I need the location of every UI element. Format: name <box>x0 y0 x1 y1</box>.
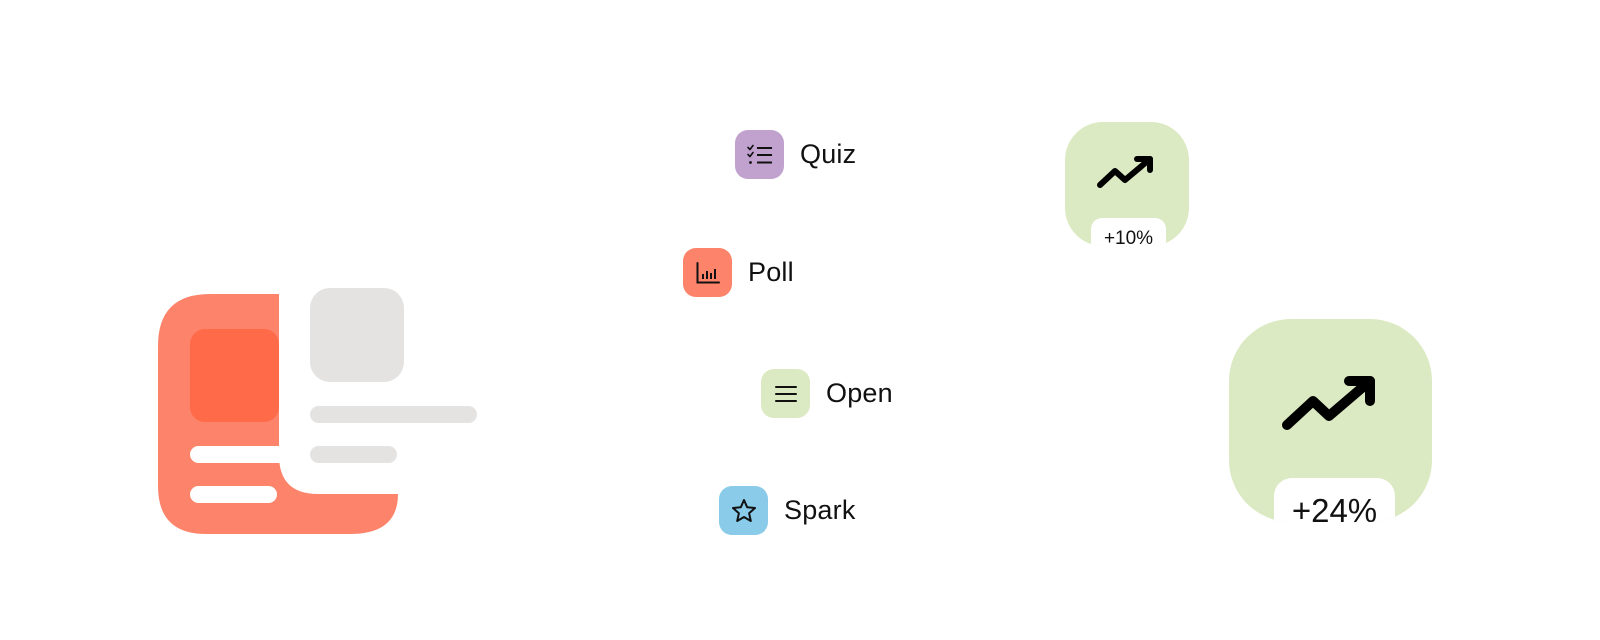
activity-label: Poll <box>748 257 794 287</box>
open-tile <box>761 369 810 418</box>
spark-tile <box>719 486 768 535</box>
stat-value: +24% <box>1291 492 1378 522</box>
menu-lines-icon <box>774 385 797 402</box>
trending-up-icon <box>1282 376 1375 430</box>
trending-up-icon <box>1097 156 1153 188</box>
activity-item-spark[interactable]: Spark <box>719 486 856 535</box>
bar-chart-icon <box>696 261 720 283</box>
card-image-block <box>190 329 279 422</box>
stat-value: +10% <box>1103 228 1154 246</box>
quiz-tile <box>735 130 784 179</box>
placeholder-thumbnail <box>310 288 404 382</box>
stat-card-large: +24% <box>1229 319 1432 522</box>
placeholder-line-short <box>310 446 397 463</box>
content-card-illustration <box>0 0 500 640</box>
card-text-line-1 <box>190 446 292 463</box>
stat-value-badge: +24% <box>1274 478 1395 522</box>
poll-tile <box>683 248 732 297</box>
activity-item-open[interactable]: Open <box>761 369 893 418</box>
placeholder-line-long <box>310 406 477 423</box>
activity-item-quiz[interactable]: Quiz <box>735 130 856 179</box>
checklist-icon <box>746 144 772 164</box>
star-icon <box>731 498 756 522</box>
illustration-graphic <box>158 288 477 534</box>
activity-item-poll[interactable]: Poll <box>683 248 794 297</box>
activity-label: Open <box>826 378 893 408</box>
stat-value-badge: +10% <box>1091 218 1166 246</box>
activity-label: Spark <box>784 495 856 525</box>
card-text-line-2 <box>190 486 277 503</box>
activity-label: Quiz <box>800 139 857 169</box>
stat-card-small: +10% <box>1065 122 1189 246</box>
